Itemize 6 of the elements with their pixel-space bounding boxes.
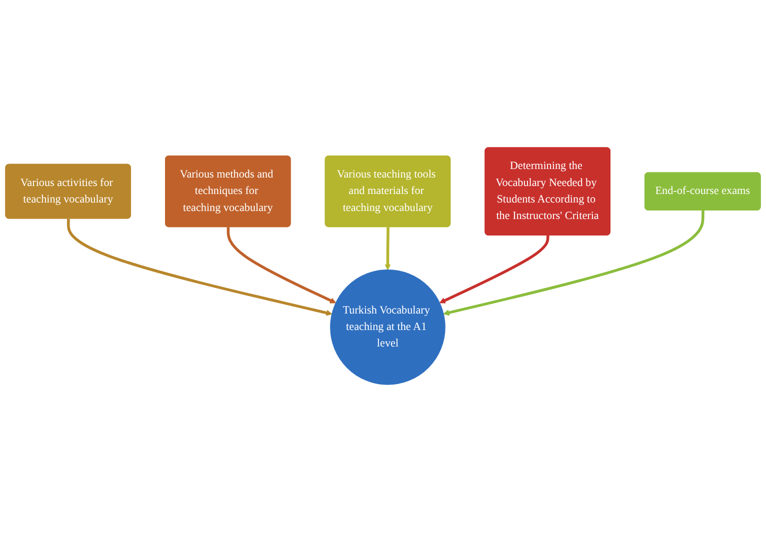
arrow: [67, 219, 332, 316]
arrow: [384, 228, 391, 271]
arrow: [443, 210, 704, 316]
arrow: [439, 236, 550, 304]
arrow: [226, 228, 336, 304]
node-circle: Turkish Vocabulary teaching at the A1 level: [330, 270, 446, 386]
